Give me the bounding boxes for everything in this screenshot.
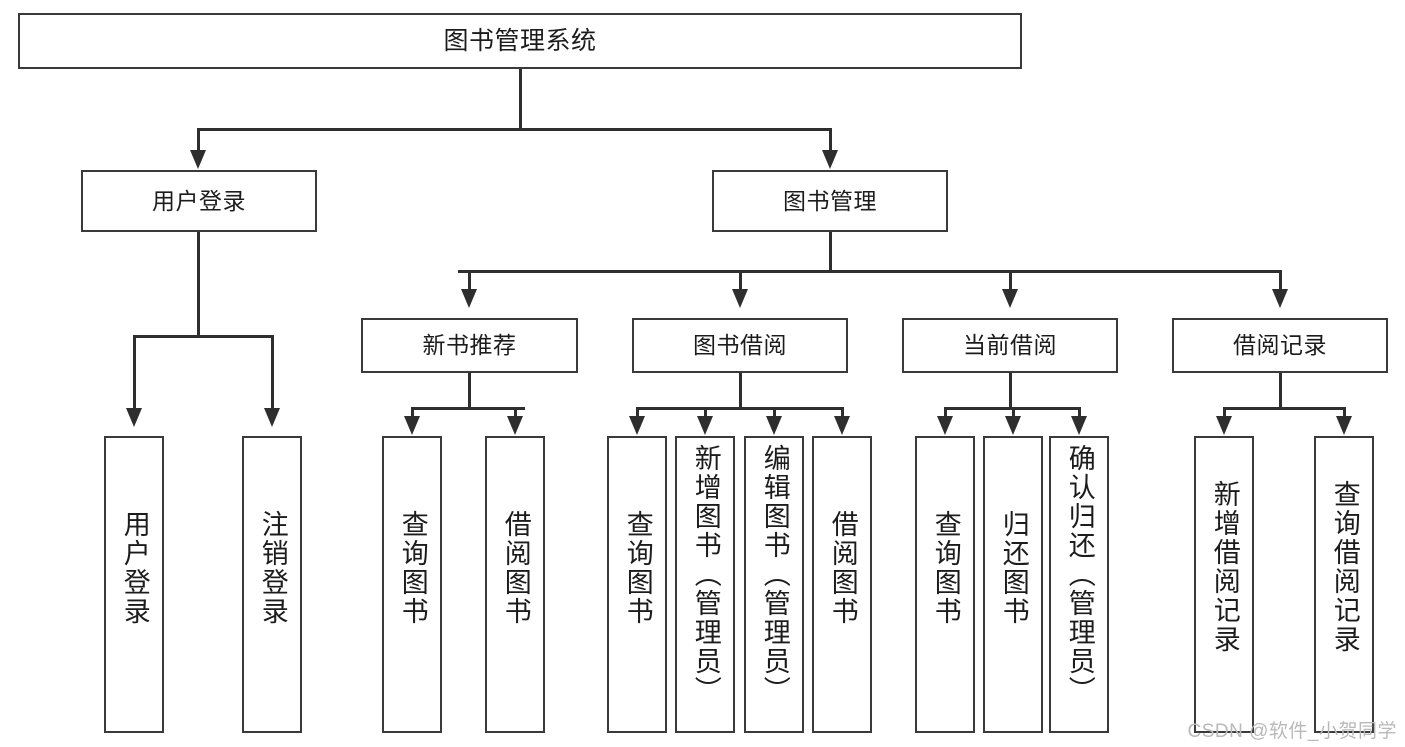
- leaf-borrow-book[interactable]: 借阅图书: [812, 436, 872, 733]
- node-label: 图书管理: [783, 187, 877, 214]
- connector-drop-new-book-leaf-1: [411, 407, 414, 419]
- leaf-add-book-admin[interactable]: 新增图书（管理员）: [675, 436, 735, 733]
- node-label: 借阅记录: [1233, 332, 1327, 359]
- node-label: 借阅图书: [500, 510, 531, 626]
- connector-drop-borrow-record: [1279, 270, 1282, 292]
- node-label: 用户登录: [119, 510, 150, 626]
- connector-drop-book-borrow: [739, 270, 742, 292]
- connector-drop-book-borrow-leaf-2: [704, 407, 707, 419]
- arrowhead-current-borrow-leaf-2: [1005, 416, 1021, 435]
- node-label: 查询图书: [622, 510, 653, 626]
- connector-book-borrow-bus: [637, 407, 843, 410]
- connector-drop-book-manage: [829, 128, 832, 154]
- arrowhead-user-login: [190, 150, 206, 169]
- node-label: 归还图书: [998, 510, 1029, 626]
- leaf-add-borrow-record[interactable]: 新增借阅记录: [1194, 436, 1254, 733]
- arrowhead-user-login-leaf-1: [126, 408, 142, 427]
- leaf-confirm-return-admin[interactable]: 确认归还（管理员）: [1049, 436, 1109, 733]
- arrowhead-book-borrow: [732, 289, 748, 308]
- leaf-return-book[interactable]: 归还图书: [983, 436, 1043, 733]
- node-label: 查询图书: [930, 510, 961, 626]
- connector-drop-user-login: [197, 128, 200, 154]
- node-new-book-recommend[interactable]: 新书推荐: [361, 318, 578, 373]
- arrowhead-borrow-record: [1272, 289, 1288, 308]
- node-label: 编辑图书（管理员）: [759, 444, 790, 705]
- arrowhead-book-borrow-leaf-1: [629, 416, 645, 435]
- connector-drop-current-borrow-leaf-1: [944, 407, 947, 419]
- arrowhead-book-borrow-leaf-3: [766, 416, 782, 435]
- arrowhead-current-borrow: [1002, 289, 1018, 308]
- connector-drop-new-book: [468, 270, 471, 292]
- node-label: 新增图书（管理员）: [690, 444, 721, 705]
- connector-current-borrow-stem: [1009, 373, 1012, 409]
- connector-drop-borrow-record-leaf-1: [1223, 407, 1226, 419]
- leaf-query-book-current[interactable]: 查询图书: [915, 436, 975, 733]
- connector-borrow-record-stem: [1279, 373, 1282, 409]
- connector-user-login-bus: [134, 335, 273, 338]
- connector-drop-book-borrow-leaf-4: [841, 407, 844, 419]
- arrowhead-new-book: [461, 289, 477, 308]
- connector-drop-current-borrow-leaf-3: [1078, 407, 1081, 419]
- node-label: 查询借阅记录: [1329, 480, 1360, 654]
- connector-book-borrow-stem: [739, 373, 742, 409]
- connector-drop-user-login-leaf-1: [133, 335, 136, 412]
- node-label: 新书推荐: [422, 332, 517, 359]
- connector-new-book-bus: [412, 407, 525, 410]
- connector-level1-bus: [198, 128, 832, 131]
- connector-new-book-stem: [468, 373, 471, 409]
- connector-drop-current-borrow-leaf-2: [1012, 407, 1015, 419]
- node-book-borrow[interactable]: 图书借阅: [632, 318, 848, 373]
- arrowhead-book-borrow-leaf-2: [697, 416, 713, 435]
- arrowhead-current-borrow-leaf-1: [937, 416, 953, 435]
- arrowhead-current-borrow-leaf-3: [1071, 416, 1087, 435]
- watermark: CSDN @软件_小贺同学: [1187, 721, 1397, 742]
- node-label: 确认归还（管理员）: [1064, 444, 1095, 705]
- node-current-borrow[interactable]: 当前借阅: [902, 318, 1118, 373]
- node-root-system[interactable]: 图书管理系统: [18, 13, 1022, 69]
- connector-drop-user-login-leaf-2: [271, 335, 274, 412]
- node-label: 查询图书: [397, 510, 428, 626]
- arrowhead-new-book-leaf-1: [404, 416, 420, 435]
- connector-level3-bus: [458, 270, 1282, 273]
- arrowhead-borrow-record-leaf-1: [1216, 416, 1232, 435]
- node-book-manage[interactable]: 图书管理: [712, 170, 948, 232]
- connector-drop-book-borrow-leaf-1: [636, 407, 639, 419]
- node-user-login[interactable]: 用户登录: [81, 170, 317, 232]
- connector-borrow-record-bus: [1224, 407, 1345, 410]
- leaf-edit-book-admin[interactable]: 编辑图书（管理员）: [744, 436, 804, 733]
- leaf-borrow-book-recommend[interactable]: 借阅图书: [485, 436, 545, 733]
- node-label: 当前借阅: [963, 332, 1057, 359]
- connector-drop-book-borrow-leaf-3: [773, 407, 776, 419]
- connector-user-login-stem: [197, 232, 200, 337]
- arrowhead-book-borrow-leaf-4: [834, 416, 850, 435]
- connector-book-manage-stem: [829, 232, 832, 272]
- arrowhead-new-book-leaf-2: [507, 416, 523, 435]
- connector-drop-current-borrow: [1009, 270, 1012, 292]
- connector-drop-borrow-record-leaf-2: [1343, 407, 1346, 419]
- node-label: 借阅图书: [827, 510, 858, 626]
- leaf-query-borrow-record[interactable]: 查询借阅记录: [1314, 436, 1374, 733]
- leaf-user-login[interactable]: 用户登录: [104, 436, 164, 733]
- node-label: 图书借阅: [693, 332, 787, 359]
- connector-drop-new-book-leaf-2: [514, 407, 517, 419]
- arrowhead-user-login-leaf-2: [264, 408, 280, 427]
- node-label: 新增借阅记录: [1209, 480, 1240, 654]
- leaf-query-book-recommend[interactable]: 查询图书: [382, 436, 442, 733]
- connector-root-stem: [519, 69, 522, 129]
- node-label: 用户登录: [152, 187, 246, 214]
- arrowhead-borrow-record-leaf-2: [1336, 416, 1352, 435]
- node-label: 图书管理系统: [443, 26, 597, 55]
- leaf-query-book-borrow[interactable]: 查询图书: [607, 436, 667, 733]
- leaf-logout[interactable]: 注销登录: [242, 436, 302, 733]
- arrowhead-book-manage: [822, 150, 838, 169]
- node-label: 注销登录: [257, 510, 288, 626]
- node-borrow-record[interactable]: 借阅记录: [1172, 318, 1388, 373]
